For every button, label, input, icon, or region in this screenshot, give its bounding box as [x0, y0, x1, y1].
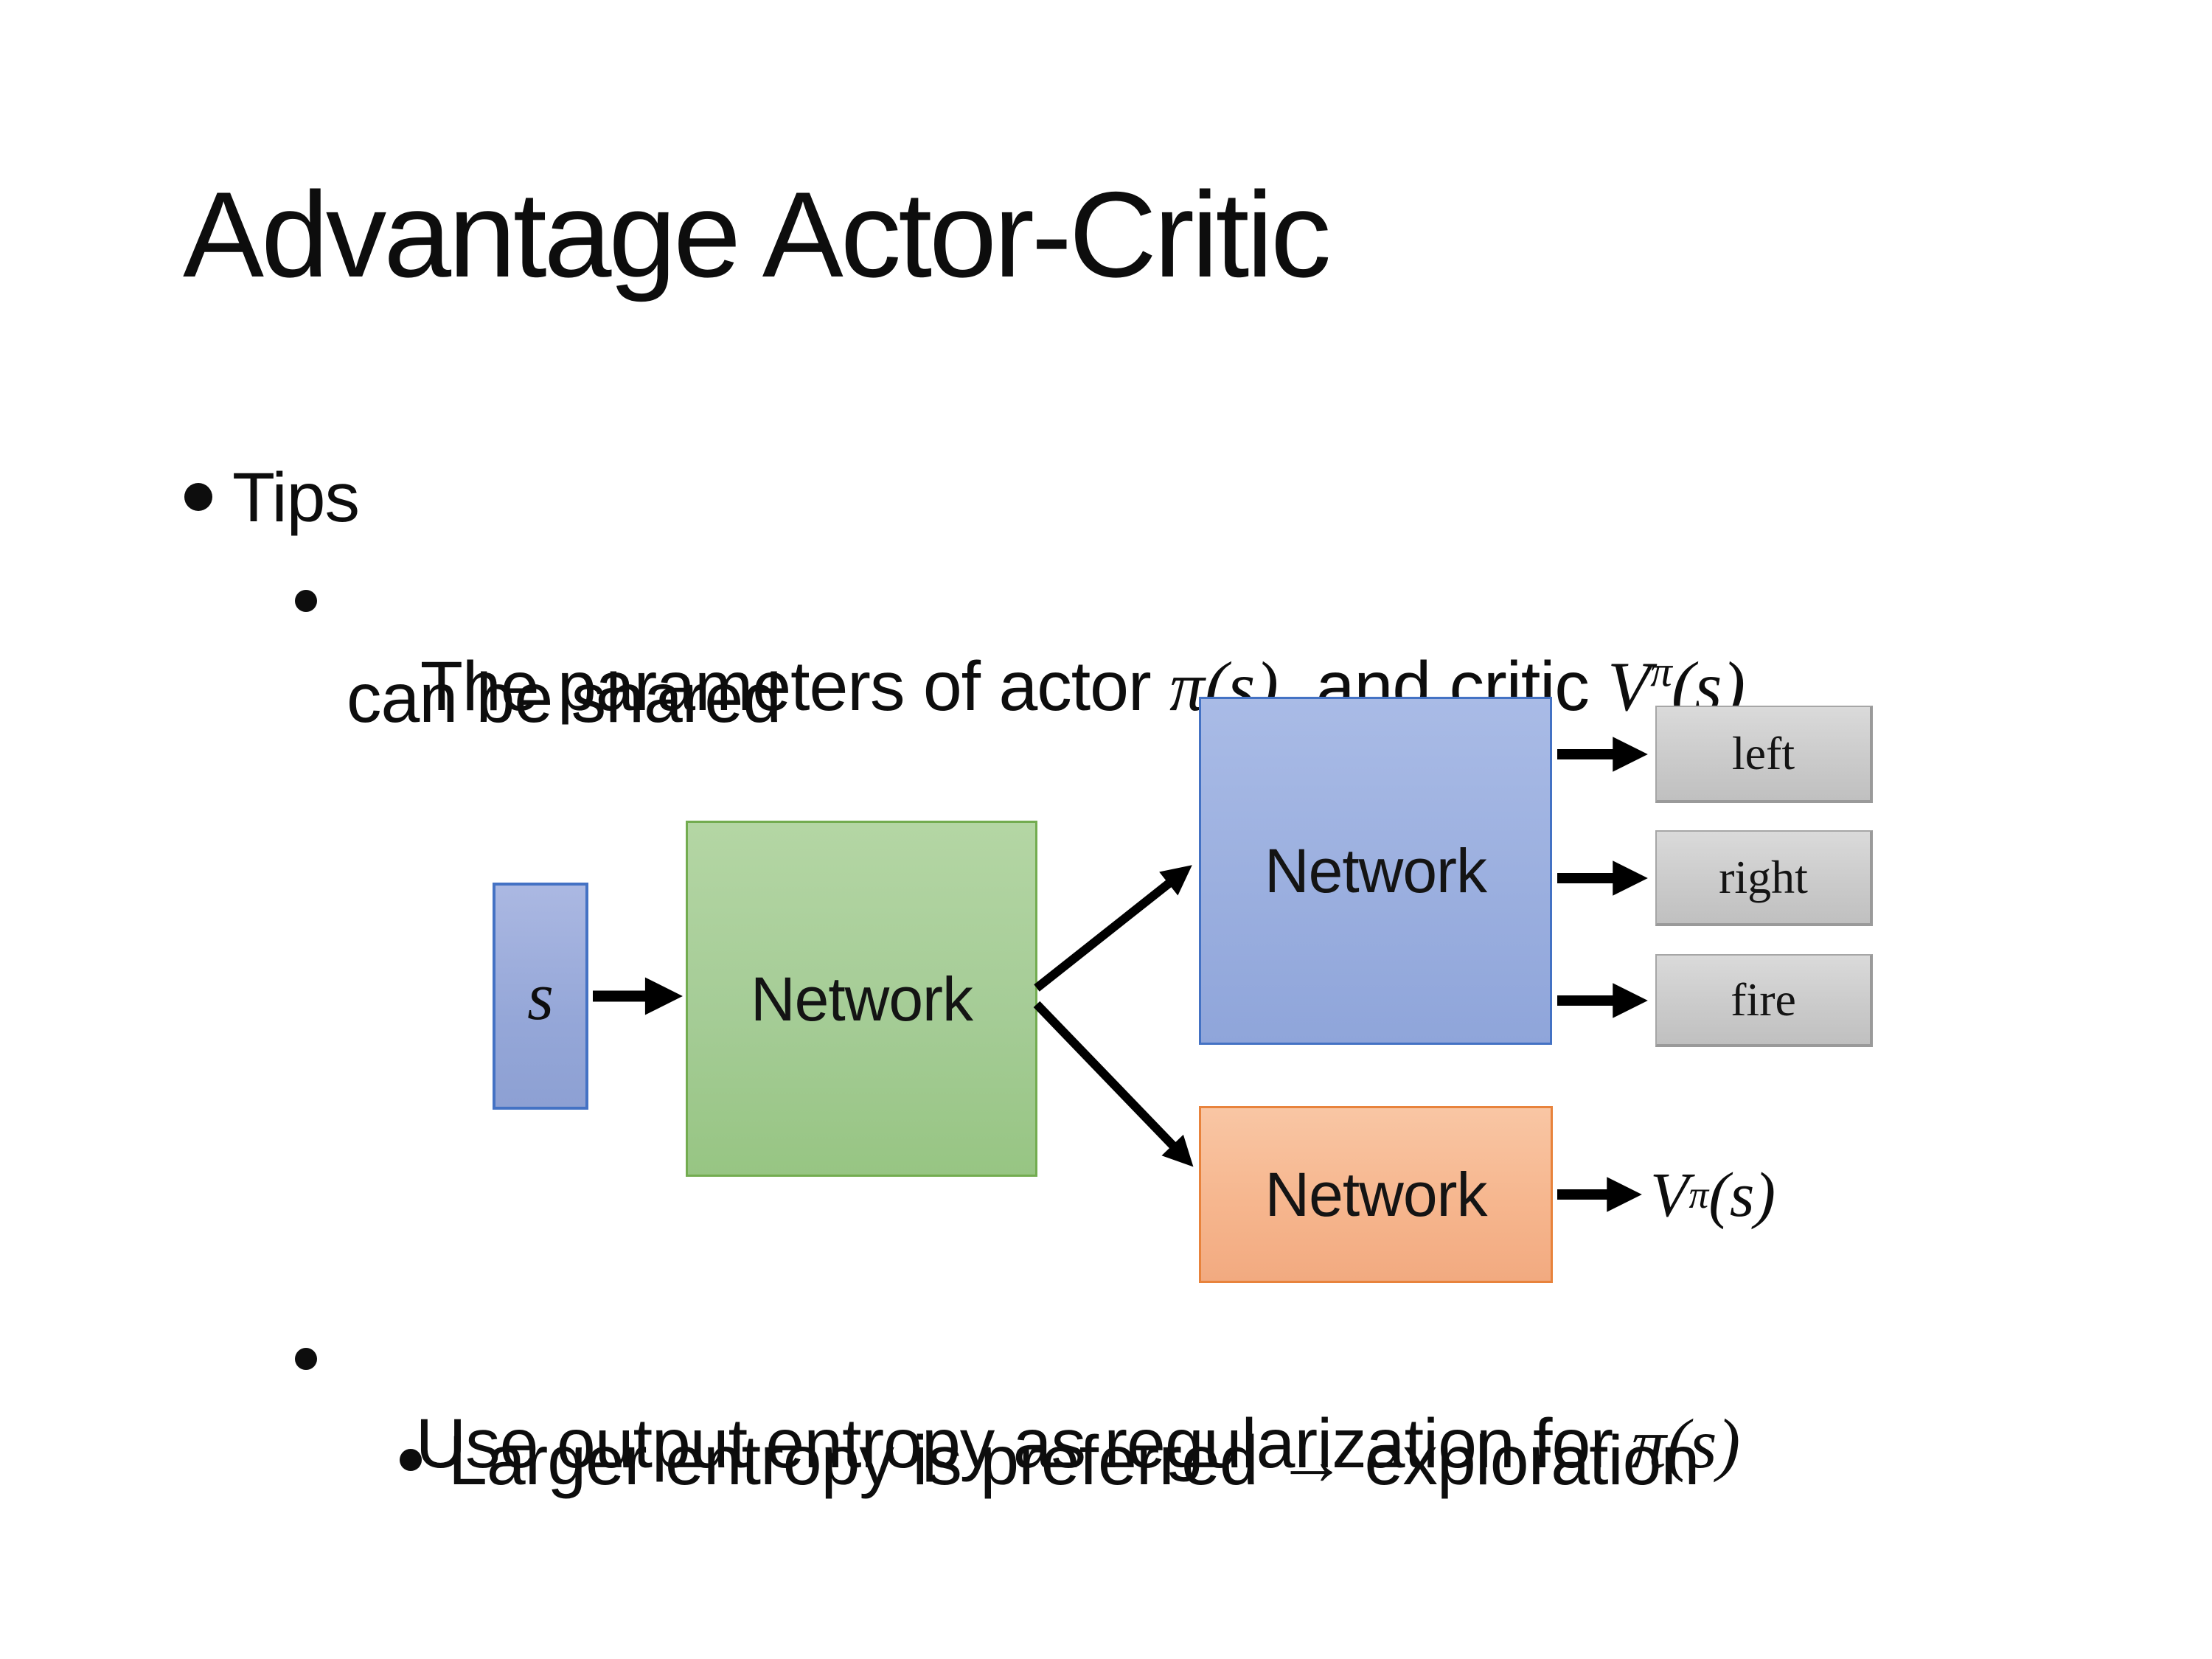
state-label: s [527, 959, 554, 1034]
critic-value-math-sup: π [1650, 647, 1672, 696]
bullet1-text-pre: The parameters of actor [420, 647, 1170, 726]
bullet2-text-pre: Use output entropy as regularization for [415, 1405, 1632, 1483]
value-math-args: (s) [1708, 1159, 1776, 1230]
action-box-right: right [1655, 830, 1873, 926]
policy-math: π(s) [1631, 1405, 1741, 1483]
slide-title: Advantage Actor-Critic [183, 167, 1332, 302]
value-math-base: V [1650, 1159, 1689, 1230]
bullet-entropy-regularization: Use output entropy as regularization for… [341, 1318, 1741, 1570]
action-box-fire: fire [1655, 954, 1873, 1047]
critic-value-math-base: V [1607, 647, 1651, 726]
action-label-right: right [1719, 851, 1808, 903]
critic-network-label: Network [1265, 1160, 1487, 1229]
shared-network-label: Network [750, 964, 973, 1034]
state-input-box: s [493, 883, 588, 1110]
action-label-left: left [1731, 727, 1795, 779]
critic-network-box: Network [1199, 1106, 1553, 1283]
bullet1-line2: can be shared [347, 659, 782, 737]
bullet-larger-entropy: Larger entropy is preferred → exploratio… [448, 1422, 1700, 1500]
action-label-fire: fire [1731, 973, 1796, 1026]
action-box-left: left [1655, 706, 1873, 803]
arrow-shared-to-critic [1033, 1001, 1194, 1167]
bullet-tips: Tips [232, 459, 360, 537]
actor-network-label: Network [1264, 836, 1487, 905]
bullet-parameters-shared: The parameters of actor π(s) and critic … [347, 560, 1745, 813]
bullet-icon [184, 483, 212, 511]
bullet-icon [295, 1348, 317, 1370]
arrow-shared-to-actor [1034, 865, 1192, 992]
bullet-icon [295, 590, 317, 612]
actor-network-box: Network [1199, 697, 1552, 1045]
bullet-icon [400, 1449, 422, 1471]
shared-network-box: Network [686, 821, 1037, 1177]
